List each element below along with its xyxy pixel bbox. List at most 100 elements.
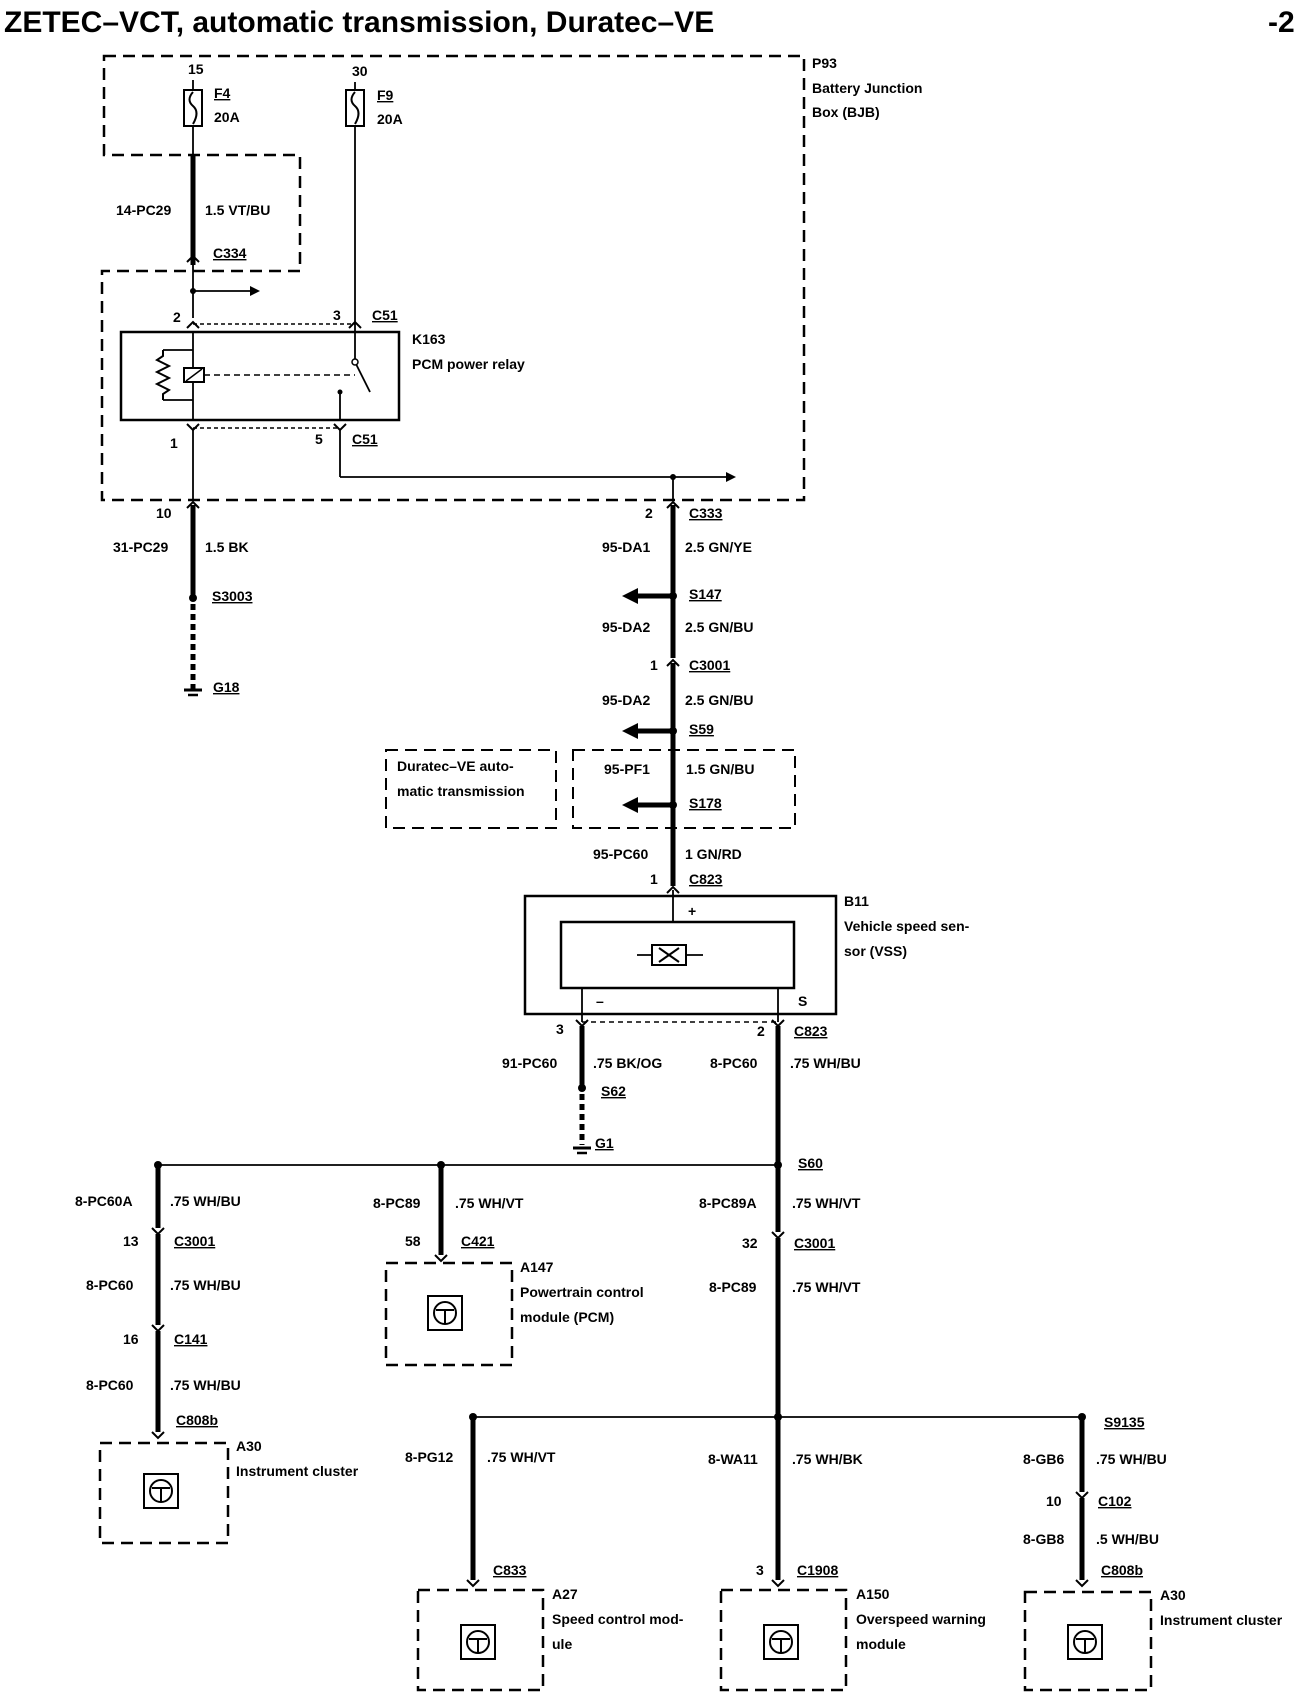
vss-pin-3: 3 [556,1021,564,1037]
splice-s60: S60 [798,1155,823,1171]
relay-name: PCM power relay [412,356,525,372]
bjb-id: P93 [812,55,837,71]
bjb-name-line2: Box (BJB) [812,104,880,120]
wire-95-da2b-spec: 2.5 GN/BU [685,692,753,708]
note-duratec-ve: Duratec–VE auto- matic transmission [385,749,557,829]
page-number: -2 [1268,6,1295,39]
optional-circuit-box [572,749,796,829]
fuse-f4: 15 F4 20A [183,61,240,127]
wire-8-pc60-left2-spec: .75 WH/BU [170,1377,241,1393]
wire-8-pc60a-spec: .75 WH/BU [170,1193,241,1209]
vss-pin-2: 2 [757,1023,765,1039]
a27-name-line2: ule [552,1636,572,1652]
a30-left-id: A30 [236,1438,262,1454]
wire-14-pc29-circuit: 14-PC29 [116,202,171,218]
wire-95-pc60-spec: 1 GN/RD [685,846,742,862]
connector-c1908: C1908 [797,1562,838,1578]
a30-right-id: A30 [1160,1587,1186,1603]
relay-id: K163 [412,331,446,347]
splice-s62: S62 [601,1083,626,1099]
connector-c141: C141 [174,1331,208,1347]
pcm-name-line1: Powertrain control [520,1284,644,1300]
splice-s178: S178 [689,795,722,811]
module-icon [1067,1624,1103,1660]
vss-plus: + [688,903,696,919]
connector-c334: C334 [213,245,247,261]
sensor-icon [637,944,703,966]
right-c3001-pin: 32 [742,1235,758,1251]
wire-8-pc60a-circuit: 8-PC60A [75,1193,133,1209]
ground-branch: 10 31-PC29 1.5 BK S3003 G18 [113,500,253,697]
wire-8-pc60-circuit: 8-PC60 [710,1055,758,1071]
wire-14-pc29-spec: 1.5 VT/BU [205,202,270,218]
branch-pcm: 8-PC89 .75 WH/VT 58 C421 A147 Powertrain… [373,1165,644,1367]
splice-s147: S147 [689,586,722,602]
splice-s9135: S9135 [1104,1414,1145,1430]
c823-pin-1: 1 [650,871,658,887]
wire-8-pc60-left1-circuit: 8-PC60 [86,1277,134,1293]
connector-c823-top: C823 [689,871,723,887]
connector-c3001-top: C3001 [689,657,730,673]
connector-c102: C102 [1098,1493,1132,1509]
wire-31-pc29-circuit: 31-PC29 [113,539,168,555]
connector-c3001-right: C3001 [794,1235,835,1251]
a27-name-line1: Speed control mod- [552,1611,684,1627]
a150-id: A150 [856,1586,890,1602]
wire-8-pc89a-circuit: 8-PC89A [699,1195,757,1211]
vss-feed: 2 C333 95-DA1 2.5 GN/YE S147 95-DA2 2.5 … [385,500,796,922]
relay-pin-1: 1 [170,435,178,451]
ground-branch-pin: 10 [156,505,172,521]
fuse-f4-pin: 15 [188,61,204,77]
fuse-f9-rating: 20A [377,111,403,127]
connector-c833: C833 [493,1562,527,1578]
wire-8-pc89-pcm-spec: .75 WH/VT [455,1195,524,1211]
ground-g18-icon [184,688,202,697]
vss-minus: – [596,993,604,1009]
wire-8-wa11-circuit: 8-WA11 [708,1451,758,1467]
left-c3001-pin: 13 [123,1233,139,1249]
ground-g1-icon [573,1146,591,1155]
vss-name-line1: Vehicle speed sen- [844,918,970,934]
wire-91-pc60-circuit: 91-PC60 [502,1055,557,1071]
a150-name-line1: Overspeed warning [856,1611,986,1627]
connector-c3001-left: C3001 [174,1233,215,1249]
a30-left-name: Instrument cluster [236,1463,359,1479]
wire-95-da1-circuit: 95-DA1 [602,539,650,555]
fuse-f4-id: F4 [214,85,231,101]
a27-id: A27 [552,1586,578,1602]
pcm-id: A147 [520,1259,554,1275]
fuse-f9: 30 F9 20A [345,63,403,127]
c333-pin: 2 [645,505,653,521]
wire-8-gb6-spec: .75 WH/BU [1096,1451,1167,1467]
fuse-f9-id: F9 [377,87,394,103]
wire-8-pg12-circuit: 8-PG12 [405,1449,453,1465]
wire-8-pc89a-spec: .75 WH/VT [792,1195,861,1211]
connector-c808b-right: C808b [1101,1562,1143,1578]
c1908-pin: 3 [756,1562,764,1578]
wire-8-wa11-spec: .75 WH/BK [792,1451,863,1467]
fuse-f4-rating: 20A [214,109,240,125]
connector-c51-lower: C51 [352,431,378,447]
note-line1: Duratec–VE auto- [397,758,514,774]
wire-8-pc89-right-spec: .75 WH/VT [792,1279,861,1295]
wire-95-da2-spec: 2.5 GN/BU [685,619,753,635]
wire-95-pf1-circuit: 95-PF1 [604,761,650,777]
c3001-pin-1: 1 [650,657,658,673]
c141-pin: 16 [123,1331,139,1347]
branch-speed-control-module: 8-PG12 .75 WH/VT C833 A27 Speed control … [405,1417,684,1692]
module-icon [143,1473,179,1509]
bus-s60: S60 [154,1155,823,1171]
a150-name-line2: module [856,1636,906,1652]
connector-c421: C421 [461,1233,495,1249]
battery-junction-box: P93 Battery Junction Box (BJB) 15 F4 20A… [100,54,922,502]
ground-g1: G1 [595,1135,614,1151]
vss-output-wires: 3 2 C823 91-PC60 .75 BK/OG S62 G1 8-PC60… [502,1019,861,1165]
c421-pin: 58 [405,1233,421,1249]
wire-8-gb8-circuit: 8-GB8 [1023,1531,1064,1547]
wire-8-pc60-left2-circuit: 8-PC60 [86,1377,134,1393]
module-icon [460,1624,496,1660]
branch-instrument-cluster-left: 8-PC60A .75 WH/BU 13 C3001 8-PC60 .75 WH… [75,1165,359,1545]
c102-pin: 10 [1046,1493,1062,1509]
connector-c51-upper: C51 [372,307,398,323]
